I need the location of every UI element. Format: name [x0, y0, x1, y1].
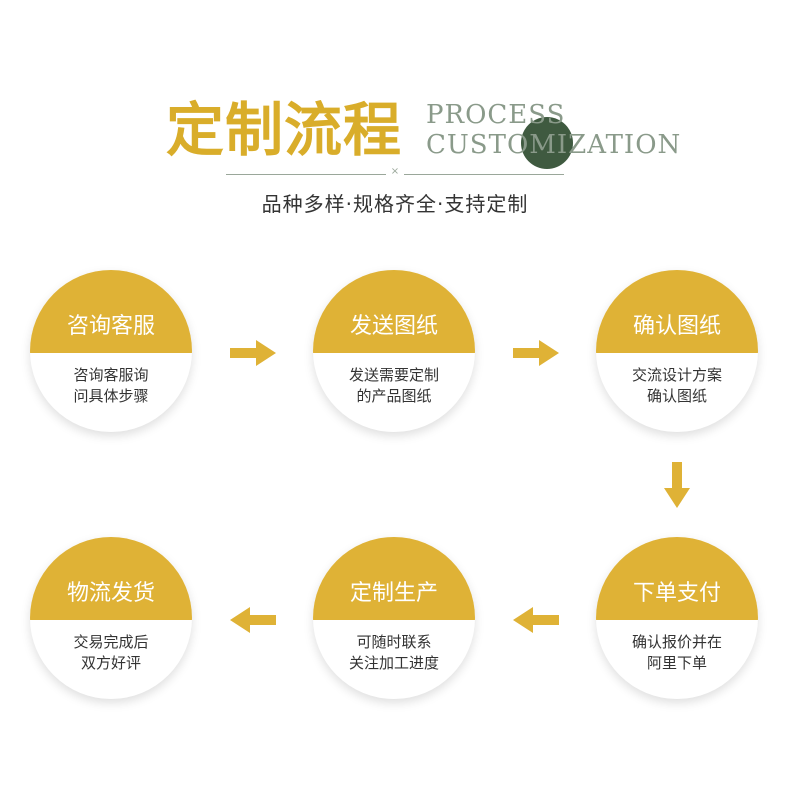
- arrow-left-icon: [513, 607, 559, 633]
- divider-right: [404, 174, 564, 175]
- step-shipping: 物流发货 交易完成后 双方好评: [30, 537, 192, 699]
- step-consult: 咨询客服 咨询客服询 问具体步骤: [30, 270, 192, 432]
- step-desc-line2: 的产品图纸: [356, 387, 432, 405]
- step-description: 确认报价并在 阿里下单: [596, 632, 758, 674]
- divider-mark: ×: [390, 166, 400, 177]
- title-en-customization: CUSTOMIZATION: [426, 130, 682, 160]
- step-description: 发送需要定制 的产品图纸: [313, 365, 475, 407]
- step-header-bg: [596, 270, 758, 353]
- step-desc-line1: 发送需要定制: [348, 366, 439, 384]
- step-title: 咨询客服: [66, 314, 155, 339]
- arrow-left-icon: [230, 607, 276, 633]
- step-header-bg: [313, 270, 475, 353]
- step-header-bg: [30, 537, 192, 620]
- step-send-drawing: 发送图纸 发送需要定制 的产品图纸: [313, 270, 475, 432]
- step-title: 物流发货: [66, 581, 155, 606]
- step-title: 发送图纸: [349, 314, 438, 339]
- decorative-circle: [521, 117, 573, 169]
- title-en-process: PROCESS: [426, 100, 566, 130]
- step-header-bg: [30, 270, 192, 353]
- step-desc-line2: 问具体步骤: [73, 387, 149, 405]
- step-description: 可随时联系 关注加工进度: [313, 632, 475, 674]
- step-desc-line2: 双方好评: [80, 654, 141, 672]
- step-desc-line1: 交易完成后: [73, 633, 149, 651]
- step-desc-line2: 关注加工进度: [348, 654, 439, 672]
- step-header-bg: [313, 537, 475, 620]
- step-order-pay: 下单支付 确认报价并在 阿里下单: [596, 537, 758, 699]
- arrow-right-icon: [513, 340, 559, 366]
- step-desc-line1: 交流设计方案: [631, 366, 722, 384]
- step-title: 下单支付: [632, 581, 721, 606]
- arrow-right-icon: [230, 340, 276, 366]
- step-desc-line1: 咨询客服询: [73, 366, 149, 384]
- step-desc-line1: 可随时联系: [356, 633, 432, 651]
- arrow-down-icon: [664, 462, 690, 508]
- step-header-bg: [596, 537, 758, 620]
- step-desc-line2: 确认图纸: [646, 387, 707, 405]
- step-production: 定制生产 可随时联系 关注加工进度: [313, 537, 475, 699]
- step-title: 确认图纸: [632, 314, 721, 339]
- step-desc-line2: 阿里下单: [646, 654, 707, 672]
- step-description: 交易完成后 双方好评: [30, 632, 192, 674]
- step-desc-line1: 确认报价并在: [631, 633, 722, 651]
- step-title: 定制生产: [349, 581, 438, 606]
- divider-left: [226, 174, 386, 175]
- page-title: 定制流程: [166, 96, 403, 164]
- step-description: 咨询客服询 问具体步骤: [30, 365, 192, 407]
- step-description: 交流设计方案 确认图纸: [596, 365, 758, 407]
- step-confirm-drawing: 确认图纸 交流设计方案 确认图纸: [596, 270, 758, 432]
- subtitle: 品种多样·规格齐全·支持定制: [261, 192, 529, 216]
